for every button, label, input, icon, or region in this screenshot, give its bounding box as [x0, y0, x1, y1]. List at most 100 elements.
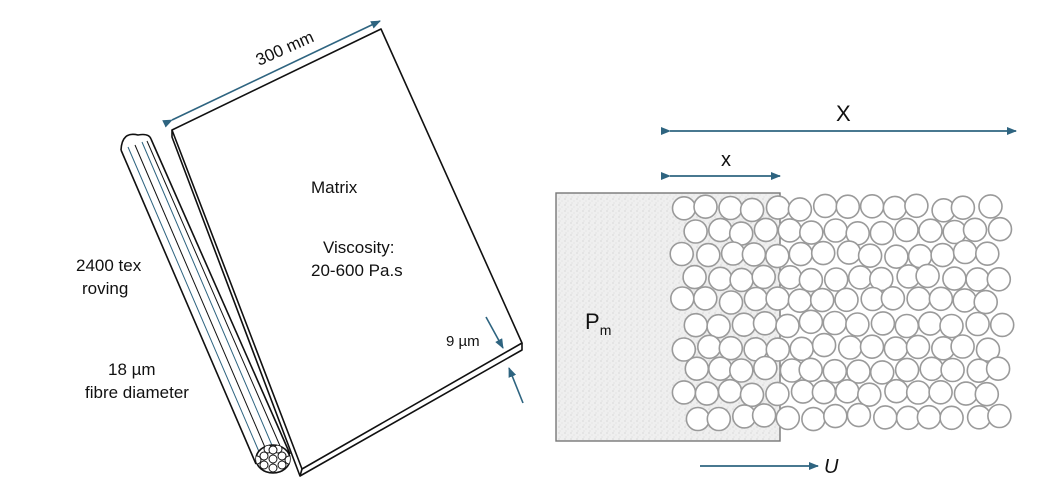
impregnated-length-label: x [721, 149, 731, 171]
fibre-cross-section [950, 195, 976, 220]
fibre-cross-section [707, 217, 733, 243]
fibre-cross-section [894, 217, 919, 243]
fibre-cross-section [869, 360, 895, 385]
fibre-cross-section [836, 240, 862, 265]
fibre-cross-section [939, 313, 964, 339]
roving-fibre [268, 445, 278, 455]
fibre-cross-section [884, 378, 909, 404]
thickness-arrow-upper [485, 316, 504, 349]
fibre-cross-section [917, 311, 943, 336]
fibre-cross-section [916, 404, 942, 430]
fibre-cross-section [775, 405, 801, 431]
fibre-cross-section [751, 403, 777, 428]
flow-velocity-label: U [824, 456, 839, 478]
fibre-cross-section [718, 195, 743, 221]
fibre-cross-section [739, 197, 765, 223]
fibre-cross-section [717, 378, 743, 404]
fibre-cross-section [789, 336, 815, 362]
fibre-cross-section [965, 267, 990, 292]
fibre-cross-section [906, 286, 931, 312]
fibre-cross-section [810, 240, 836, 266]
fibre-cross-section [974, 381, 1000, 407]
fibre-cross-section [962, 217, 988, 243]
fibre-cross-section [834, 378, 860, 404]
fibre-cross-section [904, 193, 929, 219]
fibre-cross-section [978, 194, 1003, 219]
fibre-cross-section [684, 356, 710, 382]
fibre-cross-section [823, 267, 849, 292]
fibre-cross-section [987, 216, 1013, 242]
roving-fibre [277, 460, 287, 470]
plate-width-arrow [162, 20, 381, 128]
fibre-cross-section [707, 266, 733, 292]
fibre-cross-section [798, 357, 824, 383]
fibre-cross-section [965, 311, 990, 337]
thickness-arrow-lower [508, 367, 524, 404]
fibre-cross-section [952, 288, 978, 313]
fibre-cross-section [856, 382, 882, 408]
fibre-cross-section [870, 311, 896, 336]
fibre-cross-section [765, 195, 791, 220]
total-length-label: X [836, 101, 851, 126]
pressure-label: Pm [585, 309, 611, 338]
fibre-cross-section [777, 264, 803, 290]
fibre-cross-section [718, 290, 744, 315]
fibre-cross-section [777, 218, 803, 243]
fibre-cross-section [985, 356, 1011, 382]
fibre-cross-section [787, 288, 813, 314]
fibre-cross-section [765, 337, 791, 362]
fibre-cross-section [764, 243, 790, 269]
fibre-cross-section [905, 334, 931, 360]
fibre-cross-section [953, 381, 979, 406]
fibre-cross-section [788, 241, 814, 267]
fibre-cross-section [894, 357, 920, 383]
fibre-diameter-value: 18 µm [108, 360, 156, 379]
fibre-cross-section [809, 287, 835, 313]
fibre-cross-section [743, 286, 769, 312]
fibre-cross-section [859, 194, 885, 219]
fibre-bed [669, 193, 1015, 432]
fibre-cross-section [847, 265, 873, 290]
fibre-cross-section [915, 263, 940, 289]
fibre-cross-section [895, 405, 921, 431]
fibre-cross-section [706, 406, 732, 432]
fibre-cross-section [683, 219, 708, 244]
fibre-cross-section [835, 194, 861, 219]
fibre-cross-section [974, 241, 1000, 266]
fibre-cross-section [975, 337, 1001, 363]
roving-tex-label: 2400 tex [76, 256, 142, 275]
fibre-cross-section [775, 313, 800, 339]
fibre-cross-section [986, 266, 1012, 292]
fibre-cross-section [739, 382, 765, 408]
fibre-cross-section [812, 193, 838, 219]
fibre-cross-section [837, 335, 863, 360]
roving-fibre [277, 451, 287, 461]
fibre-cross-section [952, 239, 978, 265]
fibre-cross-section [798, 267, 824, 293]
fibre-cross-section [707, 356, 733, 382]
viscosity-value: 20-600 Pa.s [311, 261, 403, 280]
fibre-cross-section [811, 379, 837, 405]
fibre-cross-section [671, 337, 697, 362]
fibre-cross-section [671, 380, 697, 405]
fibre-cross-section [696, 334, 722, 360]
fibre-cross-section [918, 218, 943, 243]
fibre-cross-section [731, 312, 757, 338]
plate-width-label: 300 mm [253, 27, 317, 69]
fibre-cross-section [834, 287, 859, 313]
fibre-cross-section [741, 242, 767, 267]
fibre-cross-section [765, 381, 790, 407]
fibre-cross-section [822, 358, 848, 384]
fibre-cross-section [872, 405, 898, 430]
fibre-cross-section [845, 312, 870, 337]
fibre-cross-section [966, 404, 992, 430]
fibre-cross-section [822, 310, 848, 336]
fibre-cross-section [857, 243, 883, 268]
fibre-cross-section [692, 286, 718, 311]
fibre-cross-section [683, 312, 709, 338]
fibre-cross-section [823, 218, 849, 243]
fibre-roving [120, 133, 291, 474]
matrix-label: Matrix [311, 178, 358, 197]
fibre-cross-section [787, 197, 813, 222]
